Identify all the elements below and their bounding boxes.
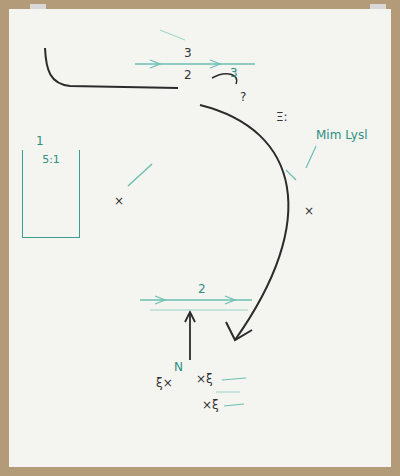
sketch-note: 2 [184, 68, 192, 82]
sketch-note: ×ξ [196, 372, 213, 386]
sketch-note: 3 [184, 46, 192, 60]
sketch-note: 3 [230, 66, 238, 80]
teal-line [160, 30, 185, 40]
sketch-box: 5:1 [22, 150, 80, 238]
arrow-head [185, 312, 195, 322]
sketch-note: 1 [36, 134, 44, 148]
sketch-note: ? [240, 90, 246, 104]
flow-arc [200, 105, 288, 340]
sketch-note: Ξ: [276, 110, 288, 124]
sketch-note: × [304, 204, 314, 218]
teal-line [150, 310, 248, 311]
sketch-note: Mim Lysl [316, 128, 367, 142]
teal-mark [216, 392, 240, 393]
teal-leader [306, 146, 316, 168]
frame-clip [30, 4, 46, 9]
sketch-note: N [174, 360, 183, 374]
teal-mark [224, 404, 244, 406]
teal-arrow [155, 296, 165, 304]
arrow-line [189, 314, 191, 360]
sketch-note: 2 [198, 282, 206, 296]
teal-line [128, 164, 152, 186]
sketch-note: × [114, 194, 124, 208]
teal-arrow [150, 60, 160, 68]
board-surface [9, 9, 391, 467]
teal-mark [222, 378, 246, 380]
marker-stroke [45, 48, 178, 88]
teal-line [135, 63, 255, 65]
sketch-note: ξ× [156, 376, 173, 390]
frame-clip [370, 4, 386, 9]
teal-line [286, 170, 296, 180]
box-heading: 5:1 [23, 150, 79, 166]
teal-arrow [225, 296, 235, 304]
teal-arrow [210, 60, 220, 68]
arrow-head [226, 322, 252, 340]
sketch-note: ×ξ [202, 398, 219, 412]
